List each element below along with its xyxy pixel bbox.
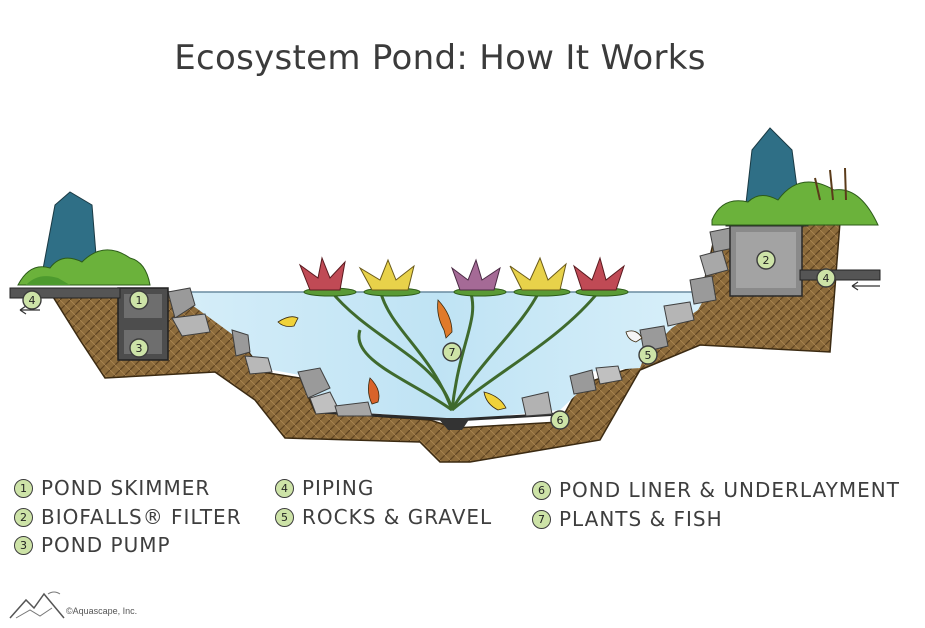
plants-right-bank bbox=[711, 127, 879, 226]
legend-number: 7 bbox=[532, 509, 551, 529]
callout-piping-left: 4 bbox=[22, 290, 42, 310]
svg-text:4: 4 bbox=[823, 272, 830, 285]
legend-number: 2 bbox=[14, 507, 33, 527]
callout-piping-right: 4 bbox=[816, 268, 836, 288]
callout-biofalls: 2 bbox=[756, 250, 776, 270]
legend-item-pond-pump: 3 POND PUMP bbox=[14, 533, 171, 557]
pond-skimmer bbox=[117, 287, 169, 361]
pipe-right bbox=[799, 269, 881, 281]
svg-text:6: 6 bbox=[557, 414, 564, 427]
svg-text:5: 5 bbox=[645, 349, 652, 362]
pipe-left bbox=[9, 287, 121, 299]
callout-liner: 6 bbox=[550, 410, 570, 430]
legend-label: ROCKS & GRAVEL bbox=[302, 505, 493, 529]
legend-item-piping: 4 PIPING bbox=[275, 476, 374, 500]
legend-number: 1 bbox=[14, 478, 33, 498]
plants-left-bank bbox=[17, 191, 151, 286]
lily-flowers bbox=[298, 256, 625, 291]
legend-label: POND LINER & UNDERLAYMENT bbox=[559, 478, 900, 502]
legend-item-pond-liner: 6 POND LINER & UNDERLAYMENT bbox=[532, 478, 900, 502]
diagram-title: Ecosystem Pond: How It Works bbox=[174, 38, 706, 78]
callout-plants: 7 bbox=[442, 342, 462, 362]
legend-number: 6 bbox=[532, 480, 551, 500]
callout-rocks: 5 bbox=[638, 345, 658, 365]
legend-item-rocks-gravel: 5 ROCKS & GRAVEL bbox=[275, 505, 492, 529]
legend-label: BIOFALLS® FILTER bbox=[41, 505, 242, 529]
legend-number: 5 bbox=[275, 507, 294, 527]
legend-label: PIPING bbox=[302, 476, 375, 500]
aquatic-plants bbox=[328, 289, 602, 412]
legend-label: POND SKIMMER bbox=[41, 476, 211, 500]
copyright-text: ©Aquascape, Inc. bbox=[66, 606, 138, 616]
svg-text:7: 7 bbox=[449, 346, 456, 359]
fish bbox=[277, 299, 643, 411]
legend-item-biofalls-filter: 2 BIOFALLS® FILTER bbox=[14, 505, 242, 529]
legend-label: PLANTS & FISH bbox=[559, 507, 723, 531]
svg-text:2: 2 bbox=[763, 254, 770, 267]
rocks-left bbox=[167, 287, 373, 417]
pond-cross-section: 1 3 2 4 4 5 6 7 bbox=[9, 127, 881, 463]
legend-item-plants-fish: 7 PLANTS & FISH bbox=[532, 507, 723, 531]
aquascape-logo-icon bbox=[9, 591, 65, 619]
legend-item-pond-skimmer: 1 POND SKIMMER bbox=[14, 476, 210, 500]
legend-number: 3 bbox=[14, 535, 33, 555]
callout-pump: 3 bbox=[129, 338, 149, 358]
legend-label: POND PUMP bbox=[41, 533, 171, 557]
svg-text:1: 1 bbox=[136, 294, 143, 307]
svg-text:4: 4 bbox=[29, 294, 36, 307]
callout-skimmer: 1 bbox=[129, 290, 149, 310]
svg-text:3: 3 bbox=[136, 342, 143, 355]
legend-number: 4 bbox=[275, 478, 294, 498]
rocks-right bbox=[521, 227, 735, 417]
